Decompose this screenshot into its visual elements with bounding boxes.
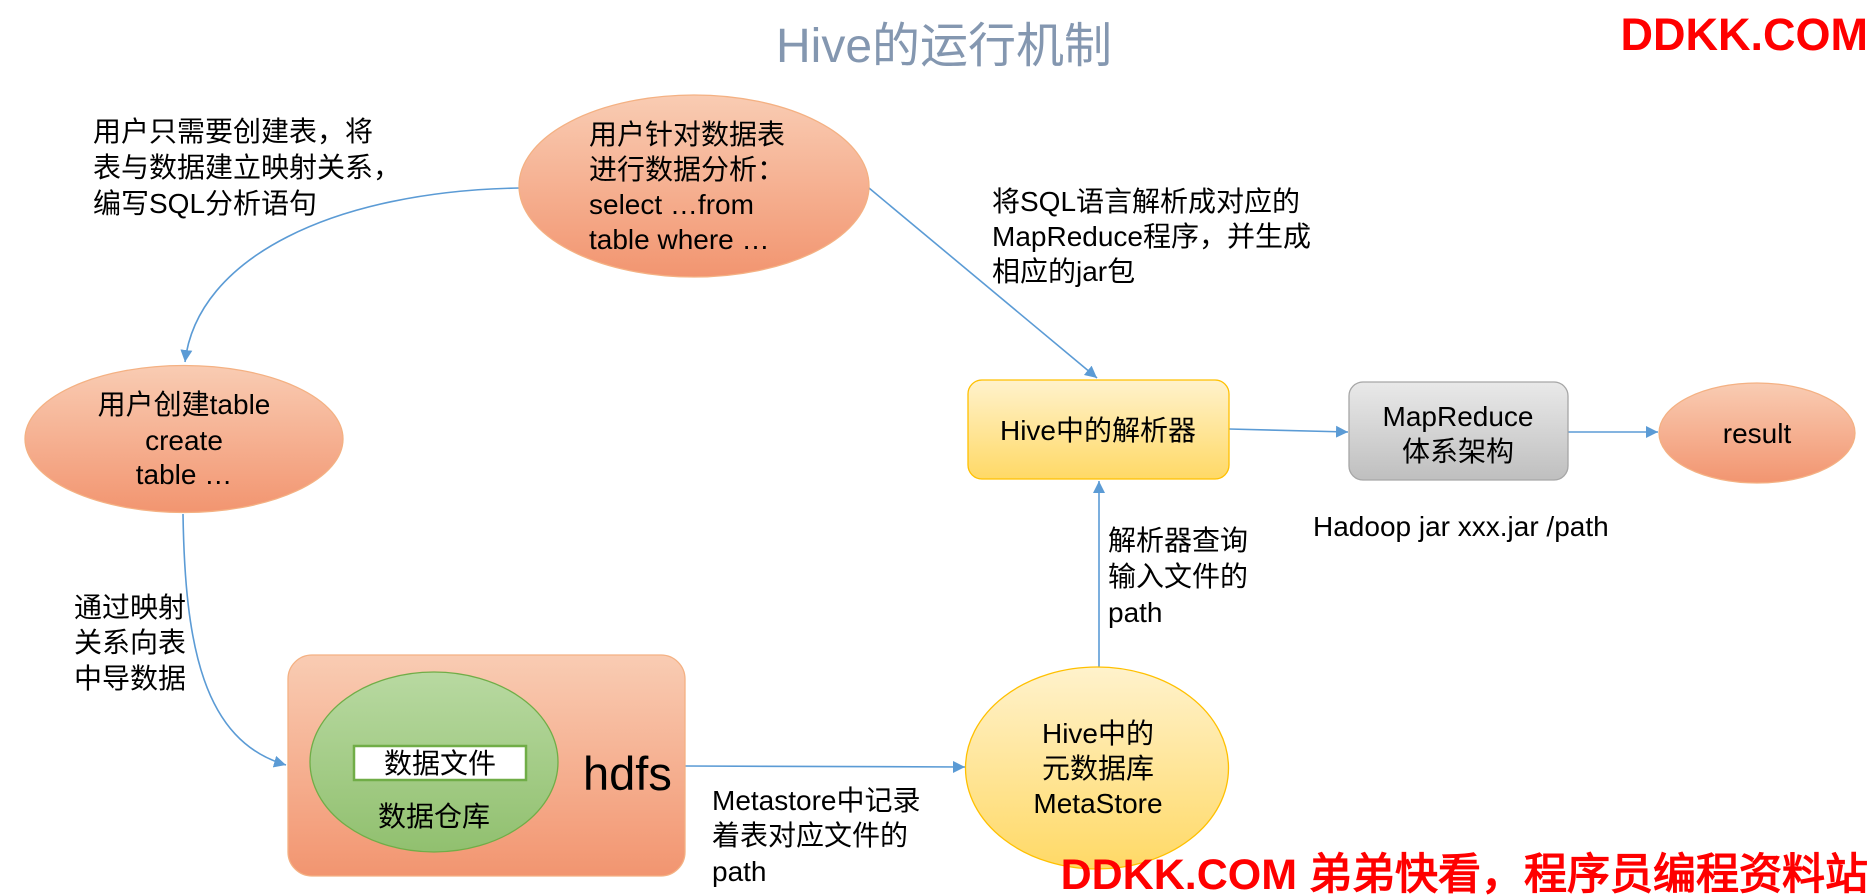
hive-parser-label: Hive中的解析器 [1000,415,1196,446]
hdfs-label: hdfs [583,747,672,800]
mapreduce-line: MapReduce [1383,401,1534,432]
create-table-ellipse [24,364,344,514]
arrow-analysis-to-create-table [180,187,521,363]
metastore-note-line: 着表对应文件的 [712,820,908,851]
compile-note-line: MapReduce程序，并生成 [992,221,1311,252]
node-hive-parser: Hive中的解析器 [967,379,1230,480]
create-table-line: create [145,425,223,456]
hive-parser-box [967,379,1230,480]
node-create-table: 用户创建table create table … [24,364,344,514]
parser-lookup-note-line: path [1108,597,1163,628]
load-note-line: 通过映射 [74,592,186,623]
compile-note-line: 将SQL语言解析成对应的 [992,186,1300,217]
analysis-query-line: 进行数据分析： [589,154,785,185]
mapreduce-box [1348,381,1569,481]
hadoop-command: Hadoop jar xxx.jar /path [1313,511,1609,542]
metastore-ellipse [964,666,1230,870]
mapreduce-line: 体系架构 [1402,436,1514,467]
load-note: 通过映射 关系向表 中导数据 [74,592,186,694]
parser-lookup-note: 解析器查询 输入文件的 path [1108,525,1248,628]
load-note-line: 中导数据 [74,663,186,694]
result-ellipse [1658,382,1856,484]
user-note: 用户只需要创建表，将 表与数据建立映射关系， 编写SQL分析语句 [93,116,401,219]
node-hdfs: 数据文件 数据仓库 hdfs [287,654,686,877]
metastore-line: Hive中的 [1042,718,1154,749]
arrow-hdfs-to-metastore [684,760,966,773]
load-note-line: 关系向表 [74,627,186,658]
analysis-query-line: select …from [589,189,754,220]
parser-lookup-note-line: 解析器查询 [1108,525,1248,556]
data-file-box [352,744,528,782]
diagram-title: Hive的运行机制 [776,20,1112,73]
user-note-line: 表与数据建立映射关系， [93,152,401,183]
data-file-label: 数据文件 [384,748,496,779]
metastore-note-line: Metastore中记录 [712,785,921,816]
metastore-line: MetaStore [1033,788,1162,819]
node-result: result [1658,382,1856,484]
node-mapreduce: MapReduce 体系架构 [1348,381,1569,481]
watermark-top: DDKK.COM [1621,9,1868,60]
analysis-query-line: 用户针对数据表 [589,119,785,150]
metastore-note: Metastore中记录 着表对应文件的 path [712,785,921,887]
parser-lookup-note-line: 输入文件的 [1108,561,1248,592]
user-note-line: 用户只需要创建表，将 [93,116,373,147]
node-analysis-query: 用户针对数据表 进行数据分析： select …from table where… [518,94,870,278]
compile-note-line: 相应的jar包 [992,256,1135,287]
node-metastore: Hive中的 元数据库 MetaStore [964,666,1230,870]
create-table-line: 用户创建table [98,389,271,420]
create-table-line: table … [136,459,233,490]
arrow-parser-to-mapreduce [1228,425,1349,438]
data-warehouse-label: 数据仓库 [378,801,490,832]
result-label: result [1723,418,1792,449]
analysis-query-ellipse [518,94,870,278]
arrow-analysis-to-parser [868,187,1098,379]
arrow-create-table-to-hdfs [182,513,287,768]
metastore-line: 元数据库 [1042,753,1154,784]
watermark-bottom: DDKK.COM 弟弟快看，程序员编程资料站 [1061,851,1868,896]
user-note-line: 编写SQL分析语句 [93,188,317,219]
metastore-note-line: path [712,856,767,887]
compile-note: 将SQL语言解析成对应的 MapReduce程序，并生成 相应的jar包 [992,186,1311,287]
analysis-query-line: table where … [589,224,770,255]
